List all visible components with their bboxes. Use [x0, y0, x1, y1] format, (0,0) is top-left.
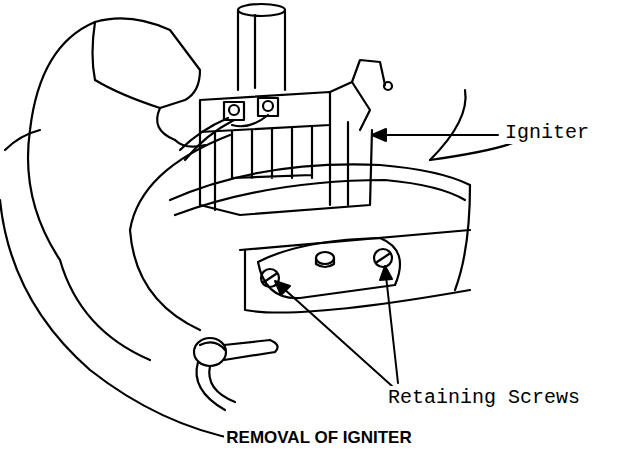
- igniter-module: [258, 98, 278, 116]
- distributor-housing: [245, 250, 470, 313]
- igniter-module: [200, 92, 330, 132]
- distributor-housing: [60, 260, 150, 360]
- cap-lobe: [95, 18, 200, 108]
- igniter-module: [215, 127, 312, 210]
- distributor-housing: [0, 22, 520, 440]
- igniter-module: [238, 4, 285, 16]
- wire-grommet: [194, 338, 278, 410]
- igniter-module: [232, 115, 268, 126]
- retaining-plate: [377, 254, 389, 262]
- wire-grommet: [197, 362, 235, 410]
- leader-lines: [380, 266, 392, 280]
- retaining-plate: [258, 238, 400, 298]
- igniter-module: [330, 82, 370, 130]
- retaining-plate: [374, 249, 392, 267]
- igniter-module: [263, 101, 273, 111]
- leader-lines: [386, 276, 398, 383]
- leader-lines: [275, 281, 290, 295]
- igniter-module: [200, 130, 372, 215]
- igniter-module: [330, 122, 348, 205]
- leader-lines: [275, 129, 498, 386]
- retaining-plate: [258, 238, 400, 298]
- figure-caption: REMOVAL OF IGNITER: [224, 428, 413, 448]
- igniter-module: [180, 4, 392, 215]
- distributor-housing: [130, 230, 200, 330]
- cap-lobe: [157, 108, 175, 140]
- retaining-plate: [316, 252, 334, 264]
- igniter-module: [352, 60, 385, 85]
- retaining-plate: [316, 258, 334, 267]
- leader-lines: [372, 129, 386, 141]
- part-label: Retaining Screws: [386, 386, 582, 409]
- cap-lobe: [93, 22, 96, 80]
- cap-lobe: [93, 18, 206, 146]
- leader-lines: [382, 134, 498, 136]
- wire-grommet: [224, 340, 278, 360]
- igniter-module: [180, 118, 234, 160]
- wire-grommet: [200, 342, 225, 350]
- part-label: Igniter: [503, 121, 591, 144]
- distributor-housing: [455, 185, 470, 290]
- igniter-module: [229, 105, 239, 115]
- igniter-module: [384, 82, 392, 90]
- distributor-housing: [430, 90, 466, 160]
- distributor-housing: [0, 200, 240, 440]
- distributor-housing: [5, 130, 40, 150]
- leader-lines: [283, 288, 392, 386]
- igniter-module: [238, 10, 285, 90]
- distributor-housing: [28, 22, 95, 260]
- igniter-module: [254, 15, 256, 88]
